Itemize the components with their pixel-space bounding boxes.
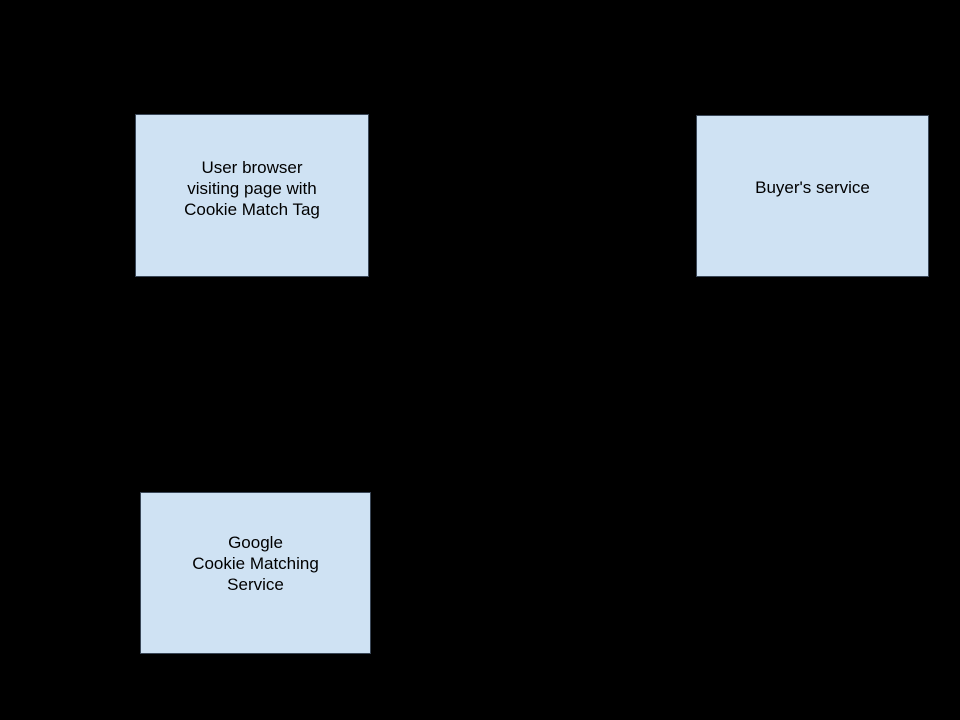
node-user-browser-label-line-1: User browser <box>201 157 303 177</box>
node-user-browser: User browser visiting page with Cookie M… <box>135 114 369 277</box>
node-google-cms-label-line-2: Cookie Matching <box>192 553 319 573</box>
node-google-cms-label-line-1: Google <box>228 532 283 552</box>
node-google-cms-label-line-3: Service <box>227 574 284 594</box>
node-buyers-service-label: Buyer's service <box>755 177 870 197</box>
node-google-cookie-matching-service: Google Cookie Matching Service <box>140 492 371 654</box>
node-buyers-service: Buyer's service <box>696 115 929 277</box>
node-user-browser-label-line-2: visiting page with <box>187 178 317 198</box>
node-user-browser-label-line-3: Cookie Match Tag <box>184 199 320 219</box>
